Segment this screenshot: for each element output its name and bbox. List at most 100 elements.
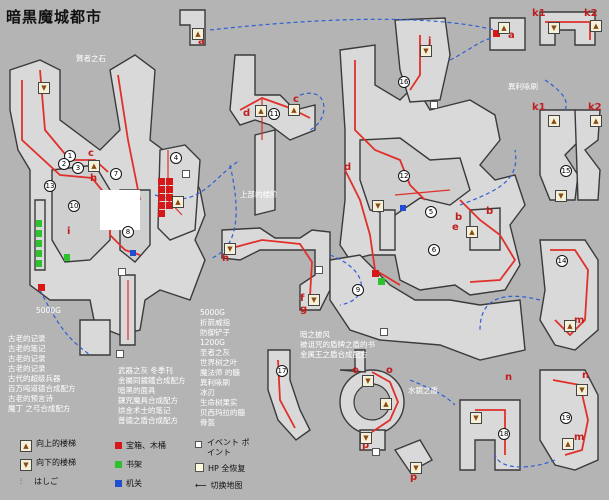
event-point[interactable] [118,268,126,276]
marker-k1: k1 [532,8,546,19]
stairs-down-icon[interactable]: ▼ [420,45,432,57]
right-main-walls [329,17,526,361]
stairs-down-icon[interactable]: ▼ [410,462,422,474]
map-title: 暗黒魔城都市 [6,8,103,26]
legend-ladder: ⫶はしご [20,476,58,487]
marker-e: e [452,222,459,233]
legend-label: 宝箱、木桶 [126,441,166,450]
stairs-down-icon: ▼ [20,459,32,471]
annotation-line: 贝西玛拉的髓 [200,408,245,417]
stairs-up-icon[interactable]: ▲ [562,438,574,450]
legend-label: 书架 [126,460,142,469]
annotation-line: 古老的记录 [8,354,46,363]
marker-c: c [88,148,94,159]
event-point[interactable] [315,266,323,274]
point-number: 12 [398,170,410,182]
annotation-list-right: 5000G 折箭威指 防御铲子 1200G 圣者之灰 世界树之叶 魔法师 的髓 … [200,308,245,428]
stairs-up-icon[interactable]: ▲ [590,20,602,32]
legend-label: イベント ポイント [207,438,250,457]
marker-g: g [300,304,308,315]
annotation-sage-stone: 賢者之石 [76,54,106,63]
marker-c: c [293,94,299,105]
stairs-up-icon[interactable]: ▲ [88,160,100,172]
stairs-up-icon[interactable]: ▲ [380,398,392,410]
stairs-up-icon[interactable]: ▲ [192,28,204,40]
annotation-line: 魔法师 的髓 [200,368,240,377]
annotation-line: 冰刃 [200,388,215,397]
stairs-up-icon[interactable]: ▲ [172,196,184,208]
legend-switch: 机关 [115,478,142,489]
stairs-down-icon[interactable]: ▼ [38,82,50,94]
stairs-up-icon[interactable]: ▲ [288,104,300,116]
point-number: 14 [556,255,568,267]
annotation-line: 古老的记录 [8,334,46,343]
legend-stairs-down: ▼向下的楼梯 [20,457,76,471]
stairs-up-icon[interactable]: ▲ [564,320,576,332]
marker-h: h [222,253,230,264]
stairs-down-icon[interactable]: ▼ [362,375,374,387]
circle-room-walls [339,349,405,451]
event-point[interactable] [116,350,124,358]
stairs-up-icon[interactable]: ▲ [255,105,267,117]
stairs-down-icon[interactable]: ▼ [555,190,567,202]
event-point[interactable] [430,101,438,109]
annotation-line: 魔丁 之弓合成配方 [8,404,71,413]
legend-label: HP 全恢复 [208,464,246,473]
annotation-line: 古老的记录 [8,364,46,373]
annotation-line: 古代的超级兵器 [8,374,61,383]
stairs-down-icon[interactable]: ▼ [470,412,482,424]
point-number: 17 [276,365,288,377]
stairs-down-icon[interactable]: ▼ [224,243,236,255]
marker-o: o [352,365,359,376]
stairs-down-icon[interactable]: ▼ [372,200,384,212]
stairs-down-icon[interactable]: ▼ [308,294,320,306]
stairs-down-icon[interactable]: ▼ [360,432,372,444]
point-number: 2 [58,158,70,170]
hp-restore-icon [195,463,204,472]
annotation-line: 金屬同鍍鐵合成配方 [118,376,186,385]
legend-hp-restore: HP 全恢复 [195,463,245,474]
annotation-line: 百万吨道德合成配方 [8,384,76,393]
marker-m: m [574,432,585,443]
point-number: 10 [68,200,80,212]
switch-icon [115,480,122,487]
stairs-down-icon[interactable]: ▼ [548,22,560,34]
point-number: 3 [72,162,84,174]
marker-n: n [505,372,513,383]
annotation-line: 被诅咒的盾牌之盾的书 [300,340,375,349]
legend-chest: 宝箱、木桶 [115,440,166,451]
map-switch-arrow-icon: ⟵ [195,481,207,490]
event-point[interactable] [372,448,380,456]
marker-n: n [582,370,590,381]
event-point[interactable] [182,170,190,178]
stairs-up-icon[interactable]: ▲ [590,115,602,127]
annotation-line: 1200G [200,338,225,347]
annotation-line: 骨盔 [200,418,215,427]
bookshelf-icon [115,461,122,468]
annotation-line: 生命树果实 [200,398,238,407]
annotation-gold: 5000G [36,306,61,315]
stairs-up-icon[interactable]: ▲ [498,22,510,34]
stairs-up-icon[interactable]: ▲ [466,226,478,238]
marker-p: p [362,440,370,451]
center-corridor-walls [179,9,316,216]
point-number: 16 [398,76,410,88]
stairs-down-icon[interactable]: ▼ [576,384,588,396]
marker-a: a [508,30,515,41]
annotation-line: 暗之披风 [300,330,330,339]
annotation-line: 烘金术士的笔记 [118,406,171,415]
annotation-list-left: 古老的记录 古老的笔记 古老的记录 古老的记录 古代的超级兵器 百万吨道德合成配… [8,334,76,414]
annotation-book-right: 暗之披风 被诅咒的盾牌之盾的书 金属王之盾合成配方 [300,330,375,360]
event-point[interactable] [380,328,388,336]
point-number: 15 [560,165,572,177]
annotation-line: 圣者之灰 [200,348,230,357]
legend-shelf: 书架 [115,459,142,470]
stairs-up-icon[interactable]: ▲ [548,115,560,127]
legend-map-switch: ⟵切换地图 [195,480,242,491]
annotation-line: 異利咏刷 [200,378,230,387]
point-number: 19 [560,412,572,424]
marker-i: i [67,226,71,237]
annotation-scroll: 異利咏刷 [508,82,538,91]
